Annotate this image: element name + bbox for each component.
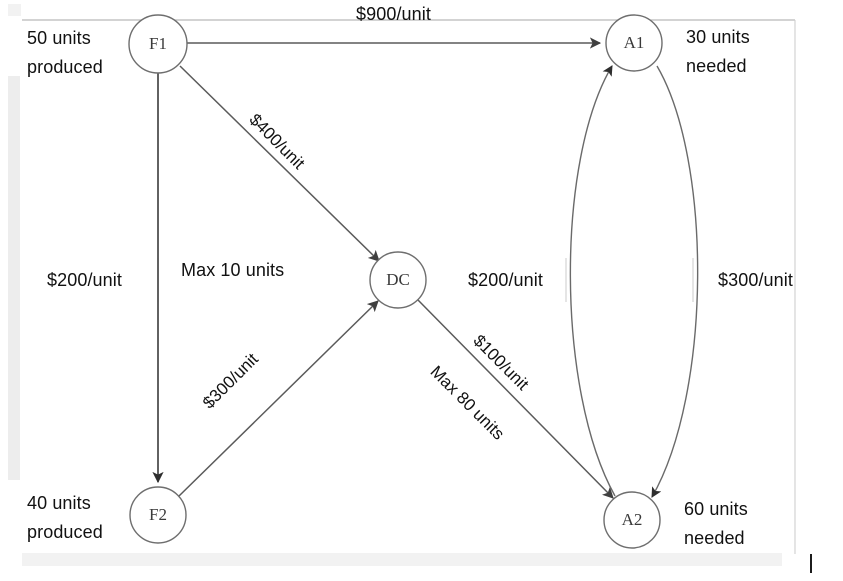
- annotation-a1-demand: 30 units needed: [686, 23, 750, 81]
- node-a2-label: A2: [622, 510, 643, 529]
- node-dc-circle: [369, 251, 427, 309]
- annotation-a2-demand-line2: needed: [684, 528, 745, 548]
- label-cost-f1-a1: $900/unit: [356, 4, 431, 24]
- edge-a1-a2: [651, 65, 699, 498]
- node-a1[interactable]: A1: [605, 14, 663, 72]
- annotation-f2-supply: 40 units produced: [27, 489, 103, 547]
- node-dc-label: DC: [386, 270, 410, 289]
- node-f2[interactable]: F2: [129, 486, 187, 544]
- annotation-a2-demand: 60 units needed: [684, 495, 748, 553]
- label-cost-a2-a1: $200/unit: [468, 270, 543, 290]
- annotation-f1-supply: 50 units produced: [27, 24, 103, 82]
- annotation-f1-supply-line2: produced: [27, 57, 103, 77]
- text-caret: [810, 554, 812, 573]
- node-a1-circle: [605, 14, 663, 72]
- label-cost-a1-a2: $300/unit: [718, 270, 793, 290]
- node-dc[interactable]: DC: [369, 251, 427, 309]
- node-f1-label: F1: [149, 34, 167, 53]
- edge-a2-a1: [569, 65, 616, 497]
- annotation-a1-demand-line1: 30 units: [686, 27, 750, 47]
- node-f1-circle: [128, 14, 188, 74]
- edge-dc-a2: [417, 299, 614, 499]
- top-left-mark: [8, 4, 21, 16]
- node-f2-label: F2: [149, 505, 167, 524]
- node-f1[interactable]: F1: [128, 14, 188, 74]
- label-cost-f1-f2: $200/unit: [47, 270, 122, 290]
- annotation-f1-supply-line1: 50 units: [27, 28, 91, 48]
- node-a1-label: A1: [624, 33, 645, 52]
- edge-f1-dc: [179, 65, 380, 262]
- node-a2-circle: [603, 491, 661, 549]
- node-f2-circle: [129, 486, 187, 544]
- annotation-f2-supply-line1: 40 units: [27, 493, 91, 513]
- annotation-a2-demand-line1: 60 units: [684, 499, 748, 519]
- annotation-a1-demand-line2: needed: [686, 56, 747, 76]
- node-a2[interactable]: A2: [603, 491, 661, 549]
- bottom-band: [22, 553, 782, 566]
- annotation-f2-supply-line2: produced: [27, 522, 103, 542]
- edge-f2-dc: [178, 300, 379, 497]
- left-margin-band: [8, 76, 20, 480]
- label-cap-f1-f2: Max 10 units: [181, 260, 285, 280]
